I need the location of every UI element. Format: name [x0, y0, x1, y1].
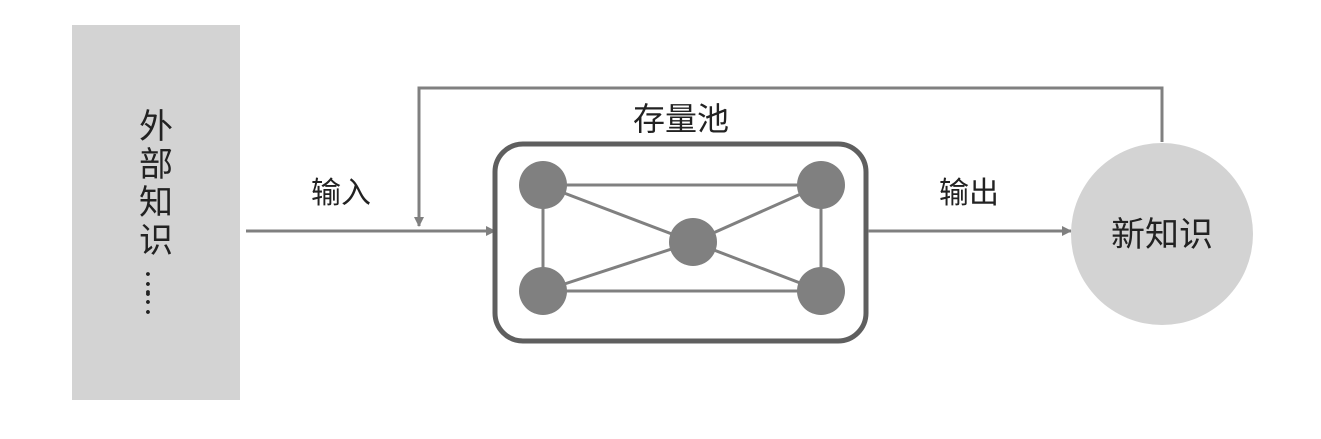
svg-text:…: … [139, 269, 174, 299]
output-label: 输出 [939, 176, 999, 211]
pool-title: 存量池 [633, 100, 729, 138]
source-char-4: 识 [139, 221, 173, 261]
edge-top-left-center [542, 183, 694, 244]
source-char-3: 知 [139, 183, 173, 223]
new-knowledge-label: 新知识 [1111, 215, 1213, 255]
node-center [669, 218, 717, 266]
node-top-left [519, 161, 567, 209]
feedback-arrow [414, 86, 1164, 227]
svg-text:…: … [139, 287, 174, 317]
source-char-1: 外 [139, 107, 173, 147]
source-ellipsis-2: … [139, 287, 174, 317]
node-bottom-left [519, 267, 567, 315]
edge-center-bottom-left [542, 240, 694, 293]
pool-network [519, 161, 845, 315]
node-top-right [797, 161, 845, 209]
node-bottom-right [797, 267, 845, 315]
input-label: 输入 [311, 176, 371, 211]
source-char-2: 部 [139, 145, 173, 185]
source-ellipsis-1: … [139, 269, 174, 299]
new-knowledge-circle [1071, 143, 1253, 325]
external-knowledge-box [72, 25, 240, 400]
